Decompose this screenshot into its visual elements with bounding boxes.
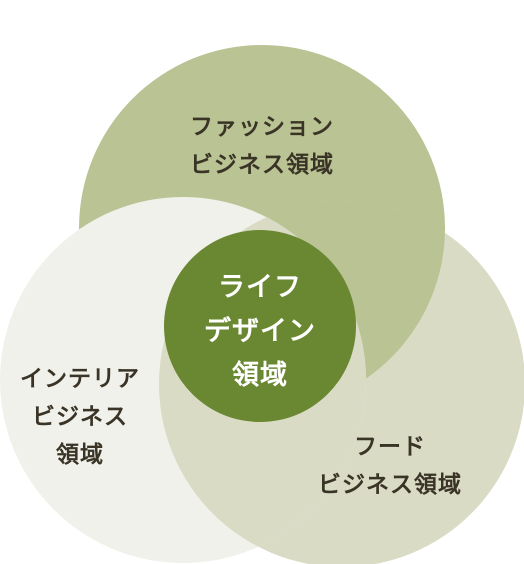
interior-label: インテリア ビジネス 領域	[0, 360, 160, 474]
interior-label-line-2: ビジネス	[32, 404, 128, 430]
interior-label-line-3: 領域	[56, 442, 104, 468]
interior-label-line-1: インテリア	[20, 366, 140, 392]
center-circle	[164, 230, 356, 422]
fashion-label-line-2: ビジネス領域	[190, 152, 334, 178]
center-label-line-1: ライフ	[218, 272, 302, 303]
center-label: ライフ デザイン 領域	[165, 266, 355, 398]
center-label-line-2: デザイン	[204, 316, 316, 347]
food-label-line-2: ビジネス領域	[318, 472, 462, 498]
fashion-label: ファッション ビジネス領域	[162, 108, 362, 184]
center-label-line-3: 領域	[232, 360, 288, 391]
food-label-line-1: フード	[354, 434, 426, 460]
fashion-label-line-1: ファッション	[190, 114, 334, 140]
food-label: フード ビジネス領域	[290, 428, 490, 504]
